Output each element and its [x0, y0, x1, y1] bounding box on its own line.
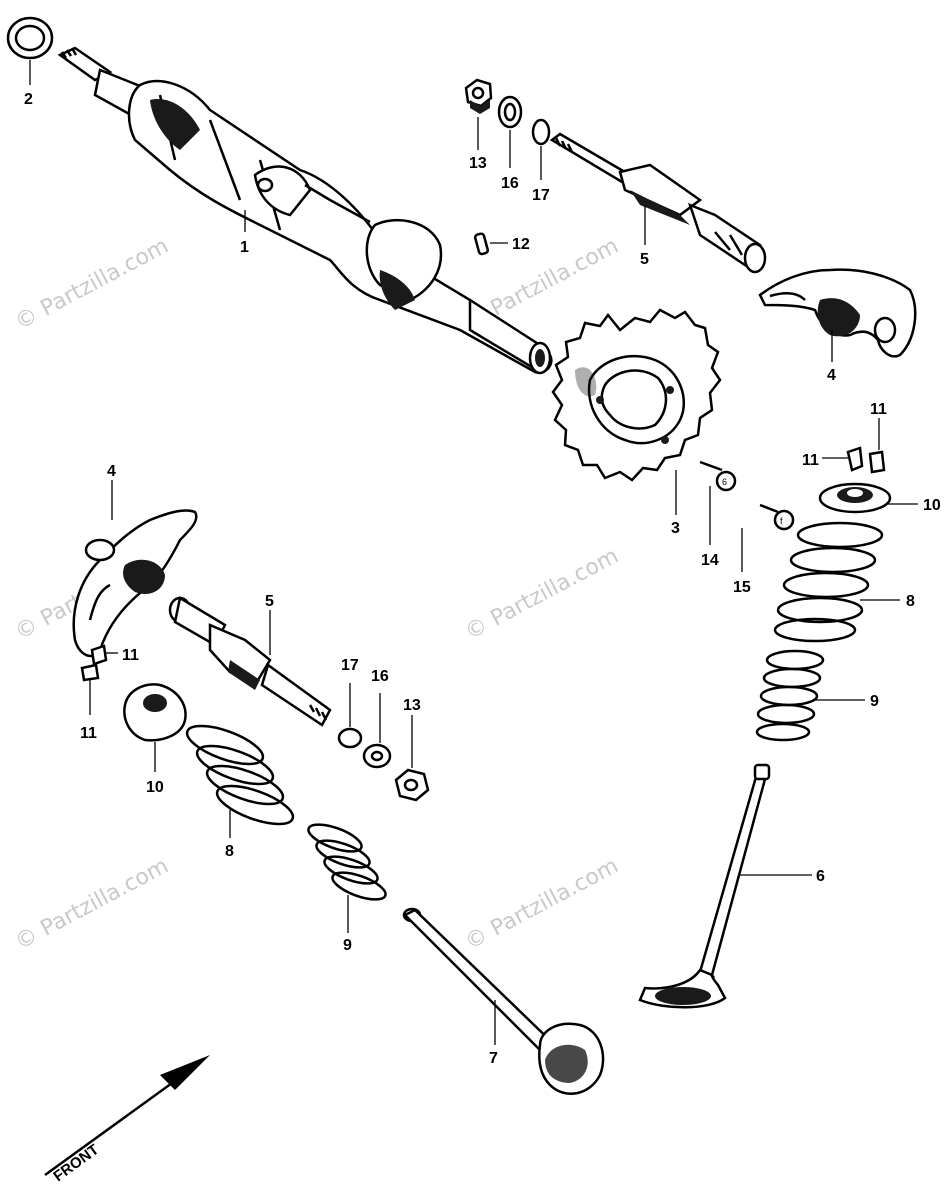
callout-17-bottom: 17	[341, 657, 359, 674]
callout-12: 12	[512, 236, 530, 253]
callout-5-bottom: 5	[265, 593, 274, 610]
part-valve-7	[402, 907, 605, 1095]
callout-1: 1	[240, 239, 249, 256]
callout-13-bottom: 13	[403, 697, 421, 714]
watermark-text: © Partzilla.com	[461, 544, 623, 646]
callout-3: 3	[671, 520, 680, 537]
part-washer-top	[497, 95, 523, 129]
callout-13-top: 13	[469, 155, 487, 172]
part-inner-spring-bottom	[307, 823, 387, 901]
part-rocker-shaft-top	[549, 132, 767, 274]
callout-6: 6	[816, 868, 825, 885]
callout-16-top: 16	[501, 175, 519, 192]
part-oring	[6, 16, 54, 60]
callout-11-bottom-right: 11	[122, 647, 139, 664]
part-cotter-bottom	[80, 644, 108, 682]
callout-7: 7	[489, 1050, 498, 1067]
part-ring-top	[531, 118, 551, 146]
part-ring-bottom	[337, 727, 363, 749]
front-label: FRONT	[50, 1141, 102, 1185]
callout-10-bottom: 10	[146, 779, 164, 796]
watermark-text: © Partzilla.com	[11, 854, 173, 956]
svg-text:6: 6	[722, 477, 727, 487]
callout-16-bottom: 16	[371, 668, 389, 685]
part-camshaft	[57, 46, 553, 375]
callout-labels: 2 1 13 16 17 12 5 4 3 14 15 11 11 10 8 9…	[24, 91, 941, 1067]
part-cotter-top	[846, 446, 886, 474]
callout-17-top: 17	[532, 187, 550, 204]
callout-4-top: 4	[827, 367, 836, 384]
callout-11-top-right: 11	[870, 401, 887, 418]
callout-4-bottom: 4	[107, 463, 116, 480]
part-nut-top	[464, 78, 493, 114]
part-dowel-pin	[473, 232, 489, 256]
part-rocker-arm-top	[758, 268, 917, 358]
part-retainer-bottom	[123, 683, 187, 742]
callout-5-top: 5	[640, 251, 649, 268]
part-washer-bottom	[362, 743, 392, 769]
watermark-text: © Partzilla.com	[461, 854, 623, 956]
svg-text:f: f	[780, 516, 783, 526]
callout-9-bottom: 9	[343, 937, 352, 954]
leader-lines	[29, 60, 918, 1045]
callout-10-top: 10	[923, 497, 941, 514]
part-bolt-15: f	[759, 503, 795, 531]
callout-8-bottom: 8	[225, 843, 234, 860]
callout-11-bottom-left: 11	[80, 725, 97, 742]
callout-2: 2	[24, 91, 33, 108]
callout-11-top-left: 11	[802, 452, 819, 469]
part-rocker-shaft-bottom	[168, 596, 332, 727]
part-nut-bottom	[394, 768, 430, 802]
part-retainer-top	[818, 482, 892, 514]
part-outer-spring-bottom	[185, 724, 295, 826]
part-valve-6	[638, 763, 771, 1009]
callout-9-top: 9	[870, 693, 879, 710]
part-outer-spring-top	[773, 521, 884, 643]
watermark-text: © Partzilla.com	[11, 234, 173, 336]
part-rocker-arm-bottom	[72, 509, 198, 658]
callout-8-top: 8	[906, 593, 915, 610]
part-cam-sprocket	[551, 308, 722, 482]
callout-14: 14	[701, 552, 719, 569]
part-inner-spring-top	[755, 649, 825, 742]
front-arrow: FRONT	[44, 1055, 210, 1185]
callout-15: 15	[733, 579, 751, 596]
part-bolt-14: 6	[699, 460, 737, 492]
